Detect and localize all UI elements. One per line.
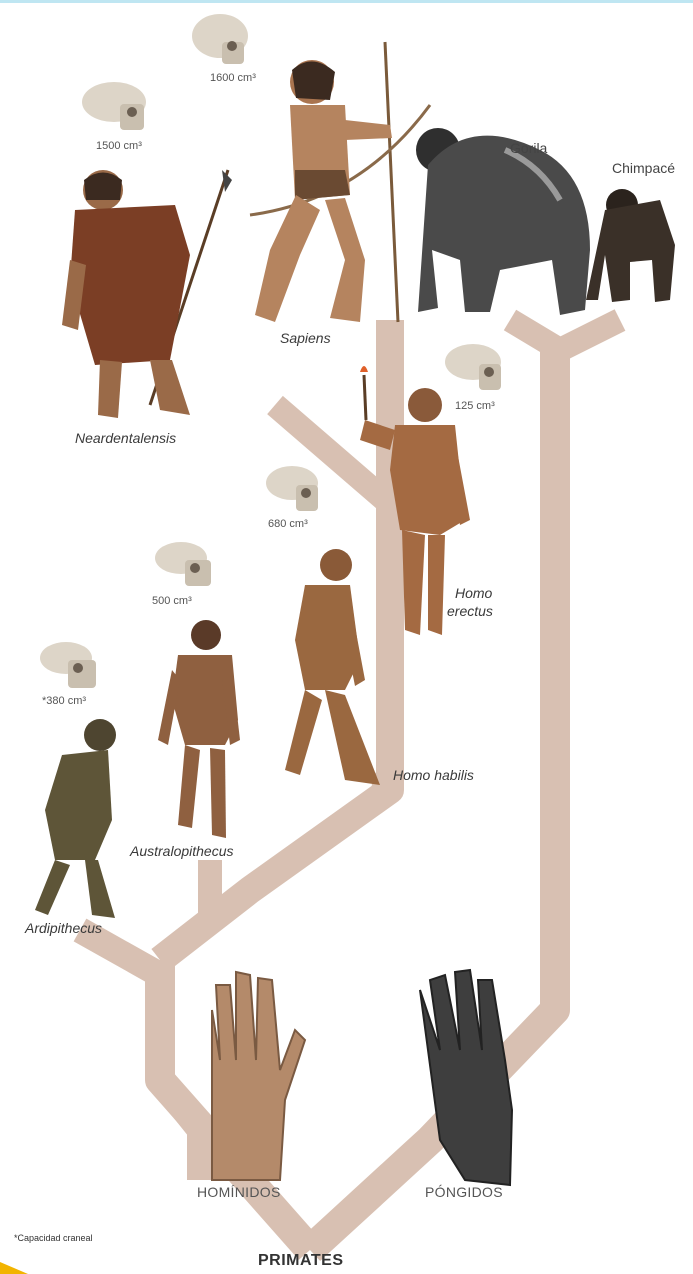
cranial-neandertal: 1500 cm³	[96, 140, 142, 152]
cranial-australopithecus: 500 cm³	[152, 595, 192, 607]
skull-australopithecus	[155, 542, 211, 586]
label-erectus-line1: Homo	[455, 585, 492, 601]
skull-erectus	[445, 344, 501, 390]
figure-australopithecus	[158, 620, 240, 838]
branch-chimp	[560, 320, 620, 350]
branch-gorilla	[510, 320, 560, 350]
label-hominids: HOMÍNIDOS	[197, 1184, 281, 1200]
label-neandertal: Neardentalensis	[75, 430, 176, 446]
skull-sapiens	[192, 14, 248, 64]
label-chimp: Chimpacé	[612, 160, 675, 176]
footnote-cranial-capacity: *Capacidad craneal	[14, 1233, 93, 1243]
cranial-ardipithecus: *380 cm³	[42, 695, 86, 707]
label-habilis: Homo habilis	[393, 767, 474, 783]
cranial-erectus: 125 cm³	[455, 400, 495, 412]
figure-neandertal	[62, 170, 232, 418]
label-sapiens: Sapiens	[280, 330, 331, 346]
cranial-habilis: 680 cm³	[268, 518, 308, 530]
label-pongids: PÓNGIDOS	[425, 1184, 503, 1200]
label-gorilla: Gorila	[510, 140, 547, 156]
corner-accent	[0, 1262, 28, 1274]
skull-neandertal	[82, 82, 146, 130]
branch-hominid-inner	[160, 1080, 200, 1180]
figure-habilis	[285, 549, 380, 785]
figure-gorilla	[416, 128, 590, 315]
figure-sapiens	[250, 42, 430, 322]
label-ardipithecus: Ardipithecus	[25, 920, 102, 936]
skull-habilis	[266, 466, 318, 511]
hand-hominid	[212, 972, 305, 1180]
figure-chimp	[586, 189, 675, 302]
branch-ardipithecus	[80, 930, 160, 975]
label-australopithecus: Australopithecus	[130, 843, 234, 859]
figure-ardipithecus	[35, 719, 116, 918]
cranial-sapiens: 1600 cm³	[210, 72, 256, 84]
skull-ardipithecus	[40, 642, 96, 688]
label-erectus-line2: erectus	[447, 603, 493, 619]
label-primates: PRIMATES	[258, 1252, 343, 1270]
